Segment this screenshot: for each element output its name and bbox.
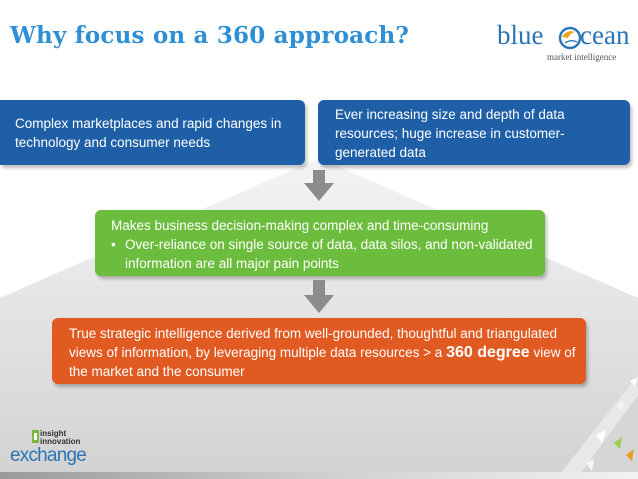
conclusion-text-before: True strategic intelligence derived from…: [69, 326, 558, 360]
logo-tagline: market intelligence: [547, 52, 617, 62]
right-driver-text: Ever increasing size and depth of data r…: [335, 107, 565, 160]
slide-title: Why focus on a 360 approach?: [10, 22, 410, 49]
pain-points-bullet-text: Over-reliance on single source of data, …: [125, 237, 533, 271]
insight-innovation-exchange-logo: insight innovation exchange: [10, 430, 90, 468]
logo-o-icon: [558, 26, 582, 50]
corner-decoration: [556, 375, 638, 479]
left-driver-box: Complex marketplaces and rapid changes i…: [0, 100, 305, 165]
down-arrow-icon: [304, 280, 334, 313]
footer-bar: [0, 472, 638, 479]
bullet-icon: •: [111, 237, 116, 252]
conclusion-text-strong: 360 degree: [446, 344, 530, 361]
iix-line-innovation: innovation: [40, 437, 81, 446]
iix-line-exchange: exchange: [10, 445, 87, 466]
logo-word-right: cean: [580, 20, 630, 50]
blueocean-logo: blue cean market intelligence: [497, 20, 629, 62]
iix-line-insight: insight: [40, 429, 67, 438]
conclusion-text-after: view of the market and the consumer: [69, 345, 576, 379]
conclusion-box: True strategic intelligence derived from…: [52, 318, 586, 384]
pain-points-bullet-item: • Over-reliance on single source of data…: [111, 235, 537, 273]
right-driver-box: Ever increasing size and depth of data r…: [318, 100, 630, 165]
pain-points-box: Makes business decision-making complex a…: [95, 210, 545, 276]
down-arrow-icon: [304, 170, 334, 201]
pain-points-heading: Makes business decision-making complex a…: [111, 218, 489, 233]
logo-word-left: blue: [497, 20, 544, 50]
left-driver-text: Complex marketplaces and rapid changes i…: [15, 116, 282, 150]
iix-mark-icon: [32, 430, 39, 443]
